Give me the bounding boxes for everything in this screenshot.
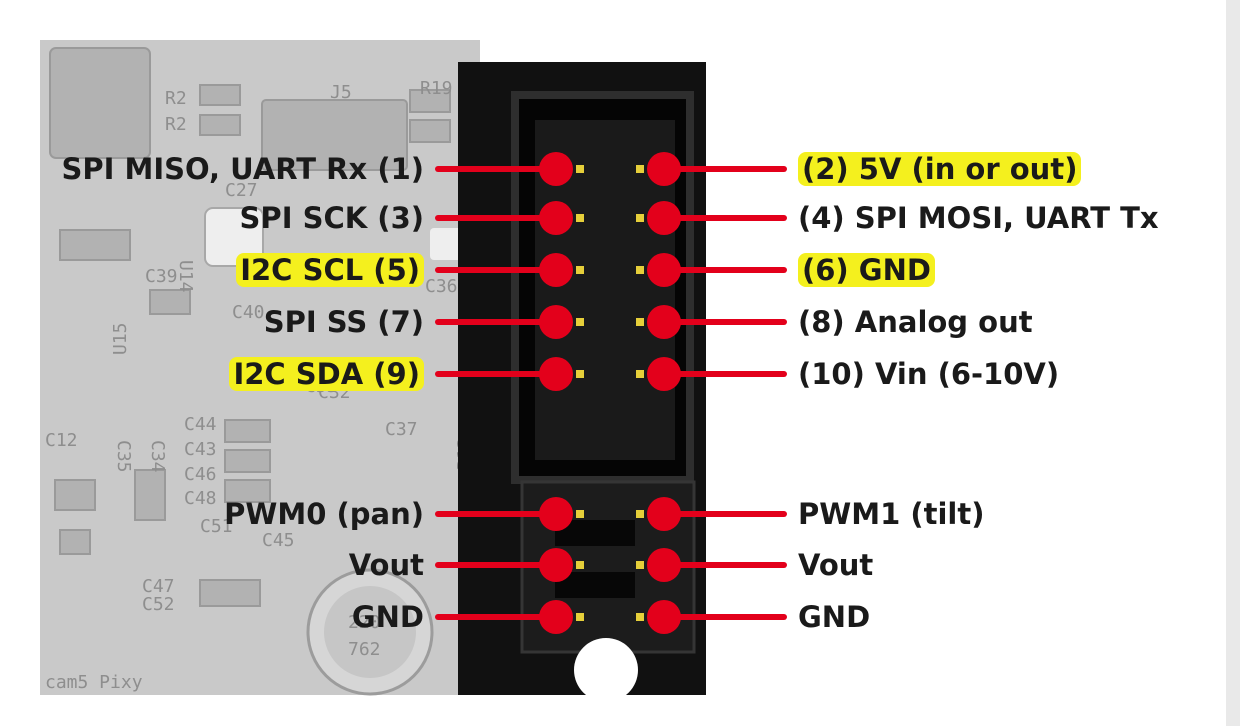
- pin-label-text: PWM0 (pan): [224, 497, 424, 531]
- pin-pad: [636, 613, 644, 621]
- pin-pad: [576, 561, 584, 569]
- pin-label-text: (4) SPI MOSI, UART Tx: [798, 201, 1159, 235]
- pin-label-text: PWM1 (tilt): [798, 497, 985, 531]
- pin-dot-6: [647, 253, 681, 287]
- silkscreen-label: C37: [385, 419, 418, 440]
- pin-label-text: SPI SS (7): [263, 305, 424, 339]
- pin-dot-j3-right-0: [647, 497, 681, 531]
- silkscreen-label: C43: [184, 439, 217, 460]
- silkscreen-label: C36: [425, 276, 458, 297]
- silkscreen-label: R2: [165, 114, 187, 135]
- pin-pad: [636, 370, 644, 378]
- silkscreen-label: cam5 Pixy: [45, 672, 143, 693]
- pin-label-text: Vout: [348, 548, 424, 582]
- pin-label-text: I2C SCL (5): [236, 253, 424, 287]
- pin-pad: [576, 370, 584, 378]
- pin-pad: [576, 214, 584, 222]
- pin-label-8: (8) Analog out: [798, 304, 1033, 340]
- silkscreen-label: C47: [142, 576, 175, 597]
- pin-label-6: (6) GND: [798, 252, 935, 288]
- pin-dot-2: [647, 152, 681, 186]
- pin-pad: [576, 510, 584, 518]
- pin-pad: [636, 510, 644, 518]
- j3-label-left-1: Vout: [349, 547, 424, 583]
- pin-label-5: I2C SCL (5): [236, 252, 424, 288]
- pin-label-3: SPI SCK (3): [240, 200, 424, 236]
- pin-dot-8: [647, 305, 681, 339]
- pin-label-10: (10) Vin (6-10V): [798, 356, 1059, 392]
- pin-label-text: (8) Analog out: [798, 305, 1033, 339]
- silkscreen-label: R19: [420, 78, 453, 99]
- j3-label-left-0: PWM0 (pan): [224, 496, 424, 532]
- pin-label-text: (10) Vin (6-10V): [798, 357, 1060, 391]
- j3-label-right-0: PWM1 (tilt): [798, 496, 985, 532]
- silkscreen-label: U15: [110, 322, 131, 355]
- j3-label-left-2: GND: [352, 599, 424, 635]
- pin-label-text: Vout: [798, 548, 874, 582]
- pin-dot-j3-right-2: [647, 600, 681, 634]
- j3-label-right-1: Vout: [798, 547, 873, 583]
- silkscreen-label: C51: [200, 516, 233, 537]
- silkscreen-label: C39: [145, 266, 178, 287]
- scrollbar[interactable]: [1226, 0, 1240, 726]
- silkscreen-label: C52: [142, 594, 175, 615]
- pin-label-text: SPI SCK (3): [239, 201, 424, 235]
- pin-pad: [636, 266, 644, 274]
- silkscreen-label: C46: [184, 464, 217, 485]
- silkscreen-label: C45: [262, 530, 295, 551]
- pin-dot-9: [539, 357, 573, 391]
- silkscreen-label: 220: [348, 612, 381, 633]
- silkscreen-label: 762: [348, 639, 381, 660]
- pin-label-4: (4) SPI MOSI, UART Tx: [798, 200, 1159, 236]
- pin-dot-j3-left-2: [539, 600, 573, 634]
- silkscreen-labels: J2J5R19R2R2C27C39C40C44C43C46C48C45C47C5…: [45, 70, 696, 693]
- pin-dot-j3-left-1: [539, 548, 573, 582]
- pin-dot-j3-right-1: [647, 548, 681, 582]
- pin-pad: [636, 165, 644, 173]
- pin-dot-4: [647, 201, 681, 235]
- pin-label-text: I2C SDA (9): [229, 357, 424, 391]
- silkscreen-label: U14: [175, 260, 196, 293]
- pin-pad: [576, 613, 584, 621]
- pin-dot-3: [539, 201, 573, 235]
- pin-dot-10: [647, 357, 681, 391]
- pin-pad: [576, 318, 584, 326]
- pin-label-1: SPI MISO, UART Rx (1): [61, 151, 424, 187]
- silkscreen-label: R2: [165, 88, 187, 109]
- pin-label-7: SPI SS (7): [264, 304, 424, 340]
- pin-pad: [636, 561, 644, 569]
- silkscreen-label: C48: [184, 488, 217, 509]
- mounting-hole: [574, 638, 638, 702]
- pin-label-text: (6) GND: [798, 253, 935, 287]
- silkscreen-label: J5: [330, 82, 352, 103]
- silkscreen-label: C34: [147, 440, 168, 473]
- pin-label-text: (2) 5V (in or out): [798, 152, 1082, 186]
- pin-pad: [636, 214, 644, 222]
- pin-label-9: I2C SDA (9): [229, 356, 424, 392]
- pin-dot-7: [539, 305, 573, 339]
- pin-label-text: SPI MISO, UART Rx (1): [61, 152, 424, 186]
- pin-dot-5: [539, 253, 573, 287]
- silkscreen-label: C44: [184, 414, 217, 435]
- pin-pad: [576, 165, 584, 173]
- pin-pad: [576, 266, 584, 274]
- pin-label-2: (2) 5V (in or out): [798, 151, 1082, 187]
- silkscreen-label: C35: [113, 440, 134, 473]
- pin-dot-j3-left-0: [539, 497, 573, 531]
- pin-label-text: GND: [351, 600, 424, 634]
- pin-pad: [636, 318, 644, 326]
- silkscreen-label: C12: [45, 430, 78, 451]
- j3-label-right-2: GND: [798, 599, 870, 635]
- pin-dot-1: [539, 152, 573, 186]
- silkscreen-label: C27: [225, 180, 258, 201]
- pin-label-text: GND: [798, 600, 871, 634]
- silkscreen-label: C40: [232, 302, 265, 323]
